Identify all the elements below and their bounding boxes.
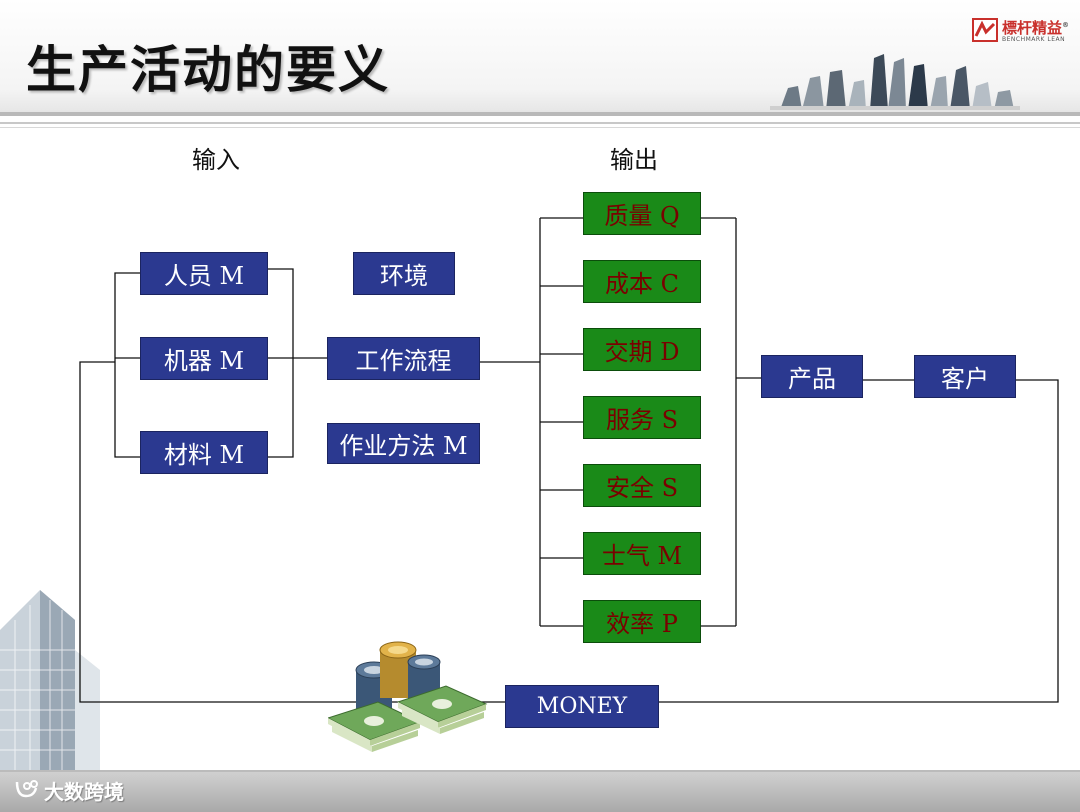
logo-name-en: BENCHMARK LEAN bbox=[1002, 36, 1066, 43]
footer-logo-icon bbox=[15, 780, 38, 798]
money-box: MONEY bbox=[505, 685, 659, 728]
logo-name-cn: 標杆精益® bbox=[1002, 19, 1070, 37]
environment-box: 环境 bbox=[353, 252, 455, 295]
output-box-cost: 成本 C bbox=[583, 260, 701, 303]
logo-mark-icon bbox=[972, 18, 998, 42]
output-box-delivery: 交期 D bbox=[583, 328, 701, 371]
output-box-service: 服务 S bbox=[583, 396, 701, 439]
header-divider bbox=[0, 122, 1080, 124]
footer-band bbox=[0, 770, 1080, 812]
money-illustration bbox=[328, 641, 488, 752]
slide-title: 生产活动的要义 bbox=[26, 40, 390, 99]
header-divider bbox=[0, 112, 1080, 116]
output-box-morale: 士气 M bbox=[583, 532, 701, 575]
building-illustration bbox=[0, 590, 100, 772]
input-box-material: 材料 M bbox=[140, 431, 268, 474]
header-divider bbox=[0, 127, 1080, 128]
input-label: 输入 bbox=[192, 146, 240, 174]
output-box-quality: 质量 Q bbox=[583, 192, 701, 235]
input-box-people: 人员 M bbox=[140, 252, 268, 295]
process-box: 工作流程 bbox=[327, 337, 480, 380]
output-label: 输出 bbox=[610, 146, 658, 174]
footer-logo: 大数跨境 bbox=[14, 776, 154, 804]
product-box: 产品 bbox=[761, 355, 863, 398]
skyline-icon bbox=[770, 54, 1020, 110]
company-logo: 標杆精益® BENCHMARK LEAN bbox=[972, 16, 1072, 46]
output-box-efficiency: 效率 P bbox=[583, 600, 701, 643]
input-box-machine: 机器 M bbox=[140, 337, 268, 380]
footer-logo-text: 大数跨境 bbox=[44, 780, 124, 804]
method-box: 作业方法 M bbox=[327, 423, 480, 464]
customer-box: 客户 bbox=[914, 355, 1016, 398]
output-box-safety: 安全 S bbox=[583, 464, 701, 507]
